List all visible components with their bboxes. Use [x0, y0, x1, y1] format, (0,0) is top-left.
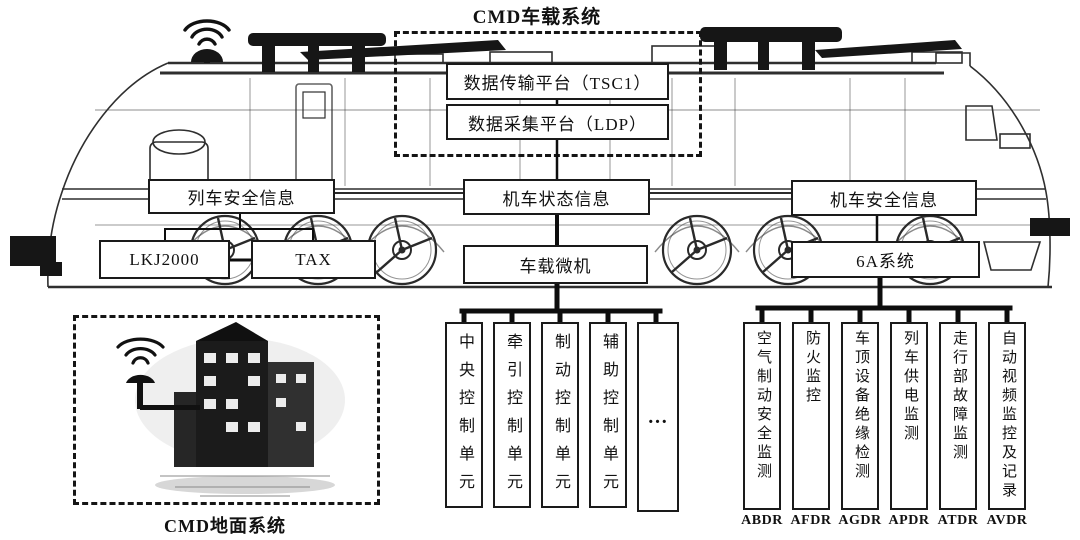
loco-status-info-box: 机车状态信息 — [463, 179, 650, 215]
diagram-title: CMD车载系统 — [472, 7, 602, 28]
onboard-system-dashed-frame — [394, 31, 702, 157]
control-unit-auxiliary: 辅助控制单元 — [589, 322, 627, 508]
6a-system-box: 6A系统 — [791, 241, 980, 278]
loco-safety-info-box: 机车安全信息 — [791, 180, 977, 216]
code-atdr: ATDR — [937, 513, 979, 528]
ground-system-label: CMD地面系统 — [164, 516, 286, 536]
pantograph-icon — [10, 27, 1070, 276]
monitor-power-supply: 列车供电监测 — [890, 322, 928, 510]
control-unit-brake: 制动控制单元 — [541, 322, 579, 508]
ground-station-building-icon — [135, 322, 345, 497]
monitor-video-record: 自动视频监控及记录 — [988, 322, 1026, 510]
tax-box: TAX — [251, 240, 376, 279]
control-unit-traction: 牵引控制单元 — [493, 322, 531, 508]
control-unit-ellipsis: … — [637, 322, 679, 512]
train-safety-info-box: 列车安全信息 — [148, 179, 335, 214]
code-abdr: ABDR — [741, 513, 783, 528]
data-collection-platform-box: 数据采集平台（LDP） — [446, 104, 669, 140]
lkj2000-box: LKJ2000 — [99, 240, 230, 279]
monitor-running-gear: 走行部故障监测 — [939, 322, 977, 510]
code-afdr: AFDR — [790, 513, 832, 528]
ground-wifi-antenna-icon — [116, 337, 200, 410]
monitor-air-brake: 空气制动安全监测 — [743, 322, 781, 510]
code-apdr: APDR — [888, 513, 930, 528]
code-agdr: AGDR — [838, 513, 882, 528]
code-avdr: AVDR — [986, 513, 1028, 528]
control-unit-central: 中央控制单元 — [445, 322, 483, 508]
ground-system-dashed-frame — [73, 315, 380, 505]
monitor-roof-insulation: 车顶设备绝缘检测 — [841, 322, 879, 510]
train-wifi-antenna-icon — [183, 19, 231, 63]
data-transmission-platform-box: 数据传输平台（TSC1） — [446, 63, 669, 100]
monitor-fire: 防火监控 — [792, 322, 830, 510]
onboard-computer-box: 车载微机 — [463, 245, 648, 284]
